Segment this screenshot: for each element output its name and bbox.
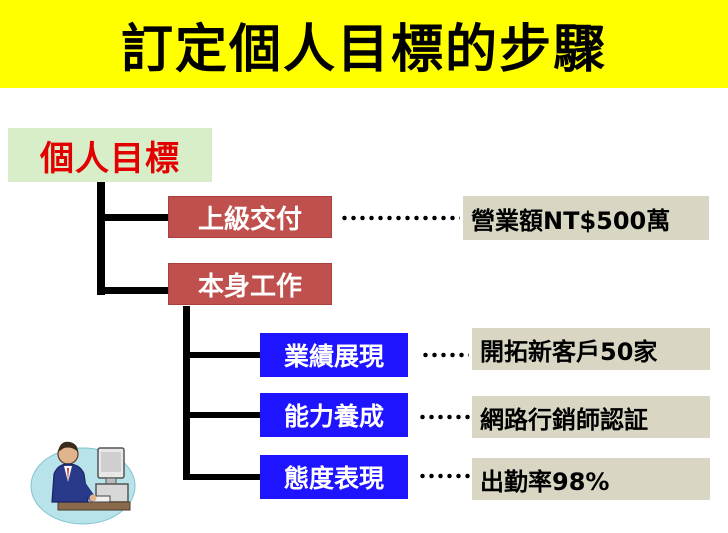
connector-to-level2-0 — [183, 352, 261, 358]
root-node-label: 個人目標 — [40, 138, 180, 179]
node-level1-1-label: 本身工作 — [197, 271, 302, 302]
node-level2-2: 態度表現 — [260, 455, 408, 499]
node-level2-0-label: 業績展現 — [283, 342, 384, 371]
dotted-link-level2-2 — [418, 473, 470, 479]
root-node: 個人目標 — [8, 128, 212, 182]
dotted-link-level1-0 — [340, 215, 460, 221]
node-level1-0: 上級交付 — [168, 196, 332, 238]
result-level2-2-text: 出勤率98% — [480, 467, 610, 496]
result-level1-0-text: 營業額NT$500萬 — [471, 206, 671, 235]
result-level2-0-text: 開拓新客戶50家 — [480, 337, 658, 366]
result-level2-0: 開拓新客戶50家 — [472, 328, 710, 370]
person-at-computer-icon — [30, 441, 136, 525]
node-level2-0: 業績展現 — [260, 333, 408, 377]
dotted-link-level2-1 — [418, 414, 470, 420]
result-level2-1: 網路行銷師認証 — [472, 396, 710, 438]
connector-to-level2-1 — [183, 412, 261, 418]
slide-title: 訂定個人目標的步驟 — [120, 19, 607, 80]
node-level2-2-label: 態度表現 — [283, 464, 384, 493]
result-level1-0: 營業額NT$500萬 — [463, 196, 709, 240]
node-level1-1: 本身工作 — [168, 263, 332, 305]
result-level2-2: 出勤率98% — [472, 458, 710, 500]
title-bar: 訂定個人目標的步驟 — [0, 0, 728, 88]
node-level2-1-label: 能力養成 — [283, 402, 384, 431]
connector-to-level2-2 — [183, 474, 261, 480]
node-level2-1: 能力養成 — [260, 393, 408, 437]
connector-to-level1-0 — [97, 214, 169, 221]
connector-work-vertical — [183, 306, 190, 480]
result-level2-1-text: 網路行銷師認証 — [480, 405, 648, 434]
node-level1-0-label: 上級交付 — [197, 204, 302, 235]
connector-root-vertical — [97, 182, 105, 295]
dotted-link-level2-0 — [421, 352, 469, 358]
connector-to-level1-1 — [97, 287, 169, 294]
